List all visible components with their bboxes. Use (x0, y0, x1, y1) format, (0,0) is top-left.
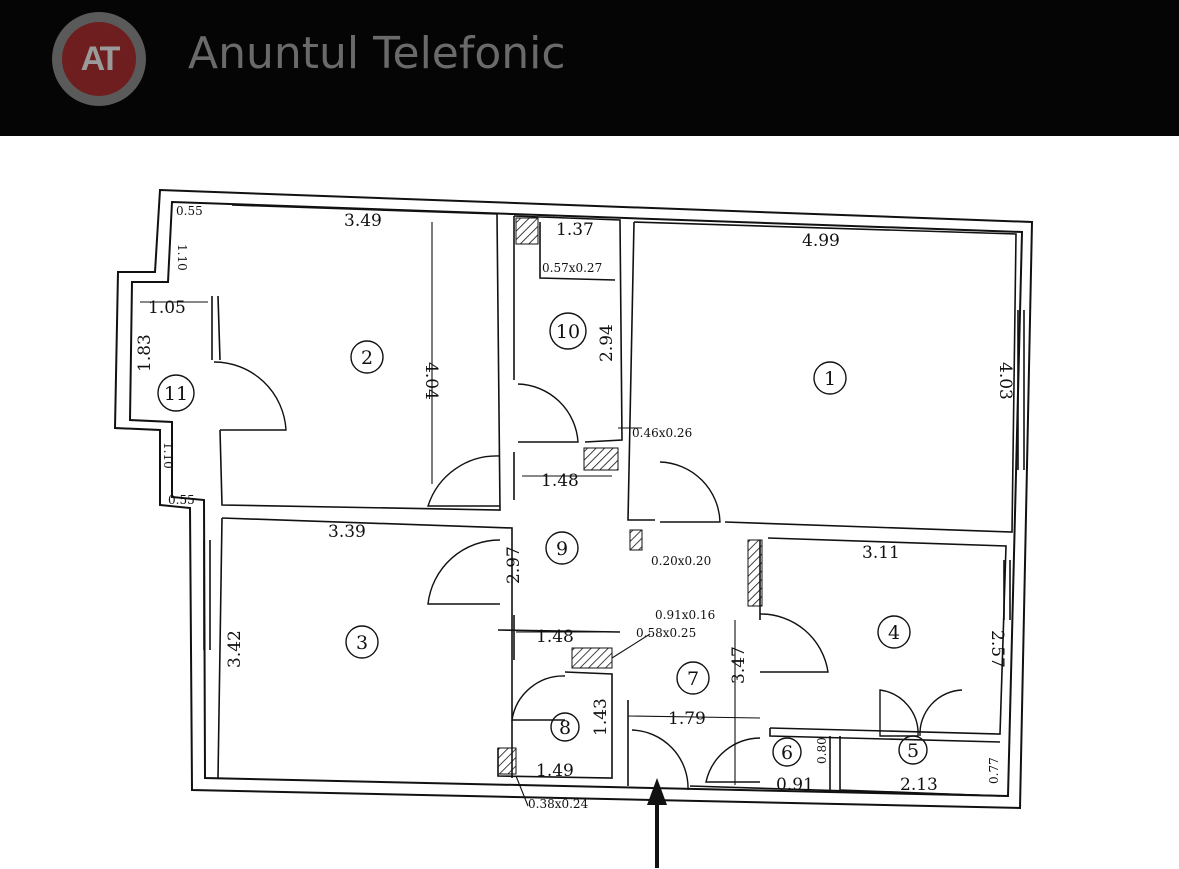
dim-label: 3.39 (328, 522, 366, 542)
dim-label: 1.83 (135, 334, 155, 372)
dim-label: 2.57 (987, 630, 1007, 668)
dim-label: 4.03 (995, 362, 1015, 400)
dim-label: 1.49 (536, 761, 574, 781)
room-6: 6 (781, 742, 793, 764)
dim-label: 3.11 (862, 543, 900, 563)
dim-label: 0.46x0.26 (632, 426, 692, 440)
room-8: 8 (559, 717, 571, 739)
app-header: AT Anuntul Telefonic (0, 0, 1179, 136)
hatched-columns (497, 217, 763, 775)
logo-icon[interactable]: AT (52, 12, 146, 106)
dim-label: 1.10 (161, 442, 175, 469)
dimension-labels: 0.55 1.10 1.05 1.83 1.10 0.55 3.49 4.04 … (135, 204, 1015, 811)
dim-label: 0.55 (176, 204, 203, 218)
dim-label: 1.79 (668, 709, 706, 729)
entrance-arrow (647, 778, 667, 868)
dim-label: 0.55 (168, 493, 195, 507)
dim-label: 0.91 (776, 775, 814, 795)
room-4: 4 (888, 622, 900, 644)
dim-label: 0.38x0.24 (528, 797, 589, 811)
dim-label: 1.05 (148, 298, 186, 318)
room-10: 10 (556, 321, 580, 343)
dim-label: 0.58x0.25 (636, 626, 696, 640)
dim-label: 4.99 (802, 231, 840, 251)
outer-walls (113, 188, 1034, 810)
dim-label: 0.80 (815, 737, 829, 764)
room-numbers: 1 2 3 4 5 6 7 8 9 10 11 (164, 321, 919, 764)
dim-label: 1.48 (536, 627, 574, 647)
interior-walls (203, 204, 1025, 797)
dim-label: 0.77 (987, 757, 1001, 784)
room-3: 3 (356, 632, 368, 654)
floor-plan: 1 2 3 4 5 6 7 8 9 10 11 0.55 1.10 1.05 1… (0, 136, 1179, 869)
floor-plan-drawing: 1 2 3 4 5 6 7 8 9 10 11 0.55 1.10 1.05 1… (113, 188, 1034, 868)
dim-label: 0.91x0.16 (655, 608, 715, 622)
dim-label: 0.57x0.27 (542, 261, 602, 275)
brand-title[interactable]: Anuntul Telefonic (188, 28, 566, 79)
room-11: 11 (164, 383, 188, 405)
dim-label: 1.43 (591, 698, 611, 736)
dim-label: 1.48 (541, 471, 579, 491)
dimension-lines (140, 222, 761, 807)
dim-label: 4.04 (421, 362, 441, 400)
dim-label: 3.47 (729, 646, 749, 684)
room-markers (157, 312, 928, 767)
room-9: 9 (556, 538, 568, 560)
room-7: 7 (687, 668, 699, 690)
dim-label: 2.97 (504, 546, 524, 584)
dim-label: 1.37 (556, 220, 594, 240)
door-swings (213, 361, 963, 791)
room-1: 1 (824, 368, 836, 390)
dim-label: 1.10 (175, 244, 189, 271)
dim-label: 3.42 (225, 630, 245, 668)
room-5: 5 (907, 740, 919, 762)
dim-label: 0.20x0.20 (651, 554, 711, 568)
logo-text: AT (80, 39, 121, 78)
dim-label: 3.49 (344, 211, 382, 231)
logo-badge: AT (62, 22, 136, 96)
room-2: 2 (361, 347, 373, 369)
dim-label: 2.94 (597, 324, 617, 362)
dim-label: 2.13 (900, 775, 938, 795)
